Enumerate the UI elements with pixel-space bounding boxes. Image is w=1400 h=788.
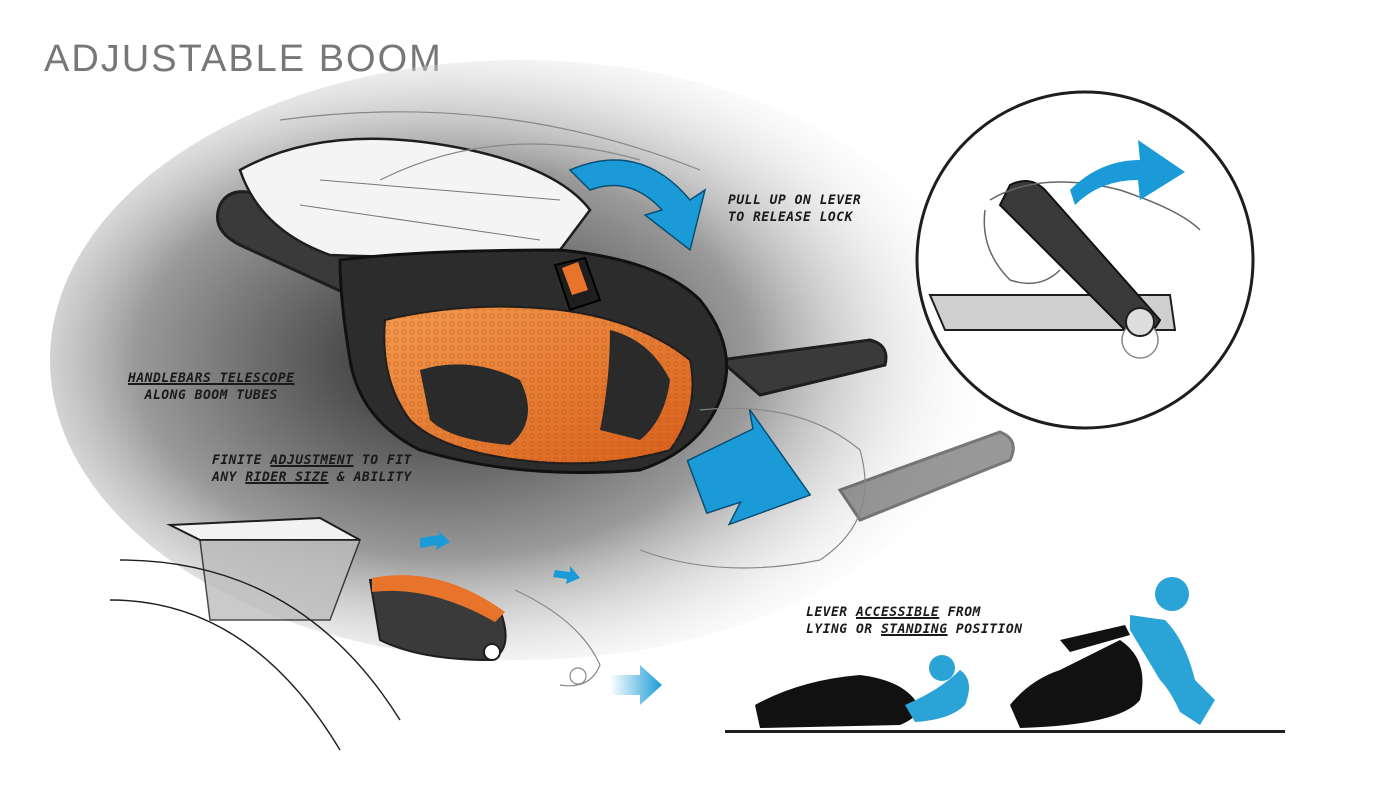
push-arrow-icon [686, 408, 812, 526]
push-arrow-icon [610, 665, 662, 705]
accessible-line2-post: position [947, 622, 1023, 637]
telescope-line2: along boom tubes [144, 388, 278, 403]
telescope-note: Handlebars telescope along boom tubes [128, 370, 295, 404]
accessible-line1-post: from [939, 605, 981, 620]
lever-detail-inset [915, 90, 1255, 430]
accessible-line1: Lever accessible from [806, 604, 1023, 621]
accessible-line2-pre: lying or [806, 622, 881, 637]
adjustment-line1-underlined: adjustment [270, 453, 354, 468]
accessible-line1-underlined: accessible [855, 605, 940, 620]
curved-arrow-icon [1070, 140, 1185, 205]
telescope-line1: Handlebars telescope [128, 371, 295, 386]
curved-arrow-icon [568, 159, 707, 252]
adjustment-line2: any rider size & ability [212, 469, 412, 486]
adjustment-line2-underlined: rider size [245, 470, 329, 485]
lever-release-line2: to release lock [728, 210, 853, 225]
adjustment-line2-pre: any [212, 470, 237, 485]
accessible-note: Lever accessible from lying or standing … [806, 604, 1023, 638]
adjustment-line1-post: to fit [353, 453, 412, 468]
adjustment-line2-post: & ability [328, 470, 412, 485]
lever-release-note: Pull up on lever to release lock [728, 192, 861, 226]
adjustment-line1-pre: Finite [212, 453, 262, 468]
side-view-sketch [109, 516, 601, 751]
adjustment-line1: Finite adjustment to fit [212, 452, 412, 469]
small-arrow-icon [553, 566, 580, 584]
page-title: ADJUSTABLE BOOM [44, 38, 443, 80]
upper-shell [238, 137, 592, 258]
small-arrow-icon [420, 530, 450, 550]
accessible-line2-underlined: standing [880, 622, 948, 637]
accessible-line1-pre: Lever [806, 605, 848, 620]
lever-release-line1: Pull up on lever [728, 193, 862, 208]
rider-silhouette-icon [725, 577, 1285, 733]
release-lever [553, 256, 602, 312]
adjustment-note: Finite adjustment to fit any rider size … [212, 452, 412, 486]
ghost-outline [279, 111, 866, 569]
accessible-line2: lying or standing position [806, 621, 1023, 638]
